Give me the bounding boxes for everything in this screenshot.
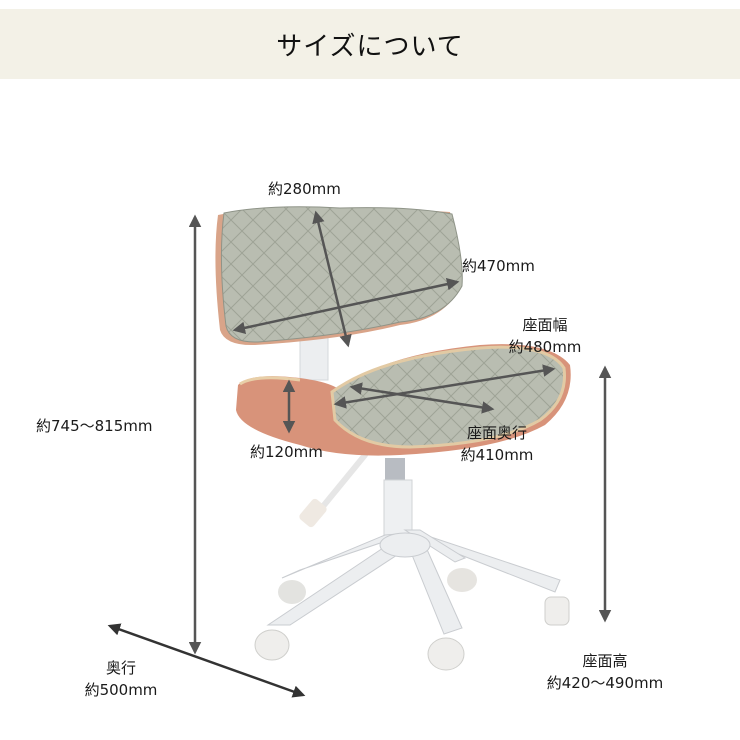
star-base	[266, 529, 561, 635]
backrest-width-label: 約470mm	[462, 257, 535, 275]
seat-width-name: 座面幅	[522, 316, 568, 334]
total-height-label: 約745〜815mm	[36, 417, 153, 435]
title-banner: サイズについて	[0, 9, 740, 79]
page-title: サイズについて	[276, 31, 464, 62]
seat-depth-name: 座面奥行	[466, 424, 527, 442]
overall-depth-value: 約500mm	[84, 681, 158, 699]
overall-depth-label: 奥行 約500mm	[76, 657, 166, 701]
backrest-height-label: 約280mm	[268, 180, 341, 198]
overall-depth-name: 奥行	[105, 659, 136, 677]
seat-width-label: 座面幅 約480mm	[500, 314, 590, 358]
seat-width-value: 約480mm	[508, 338, 582, 356]
base-wheels-back	[278, 568, 477, 604]
seat-height-name: 座面高	[582, 652, 628, 670]
seat-height-value: 約420〜490mm	[546, 674, 664, 692]
seat-height-label: 座面高 約420〜490mm	[535, 650, 675, 694]
seat-depth-value: 約410mm	[460, 446, 534, 464]
seat-thickness-label: 約120mm	[250, 443, 323, 461]
seat-depth-label: 座面奥行 約410mm	[452, 422, 542, 466]
